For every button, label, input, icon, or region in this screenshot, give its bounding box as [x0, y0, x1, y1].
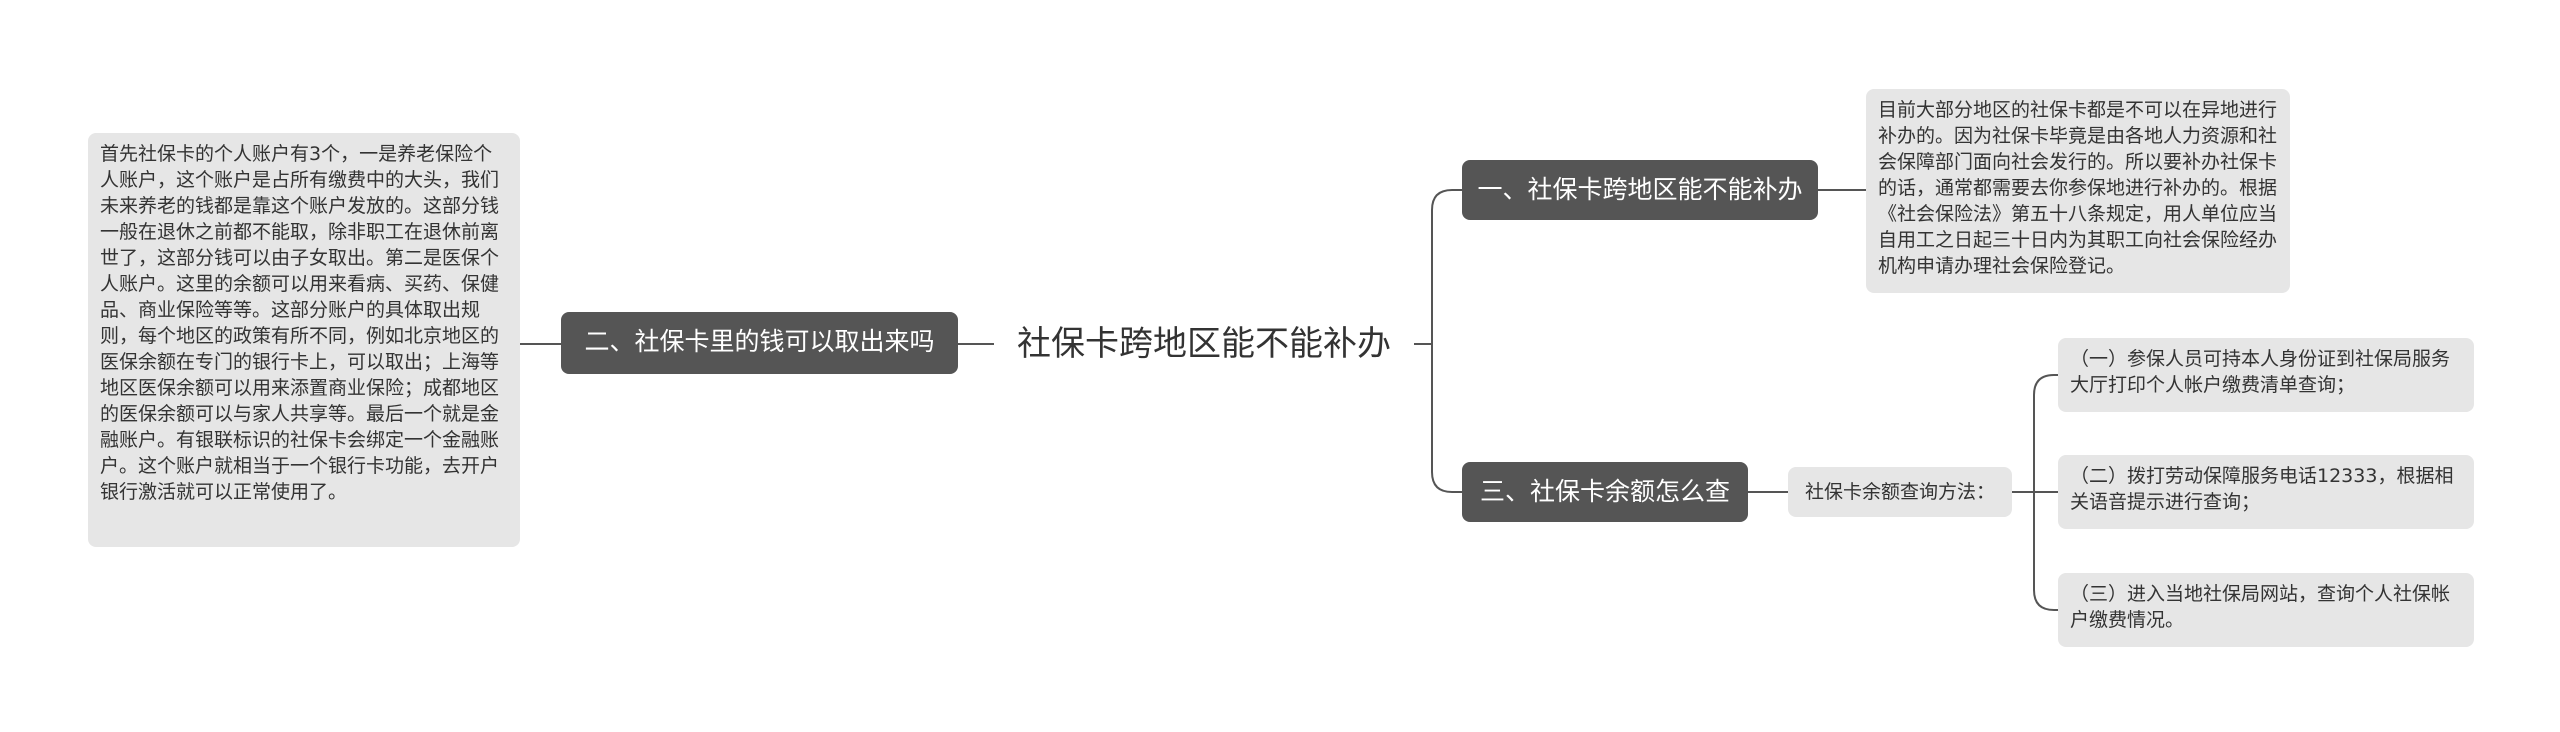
- branch-2-detail[interactable]: 首先社保卡的个人账户有3个，一是养老保险个人账户，这个账户是占所有缴费中的大头，…: [88, 133, 520, 547]
- connector-trunk-to-branch-3: [1431, 344, 1462, 493]
- branch-topic-1[interactable]: 一、社保卡跨地区能不能补办: [1462, 160, 1818, 220]
- branch-1-detail[interactable]: 目前大部分地区的社保卡都是不可以在异地进行补办的。因为社保卡毕竟是由各地人力资源…: [1866, 89, 2290, 293]
- balance-query-method-3[interactable]: （三）进入当地社保局网站，查询个人社保帐户缴费情况。: [2058, 573, 2474, 647]
- branch-topic-3[interactable]: 三、社保卡余额怎么查: [1462, 462, 1748, 522]
- branch-topic-2[interactable]: 二、社保卡里的钱可以取出来吗: [561, 312, 958, 374]
- connector-trunk-to-method-3: [2033, 492, 2058, 611]
- balance-query-method-1[interactable]: （一）参保人员可持本人身份证到社保局服务大厅打印个人帐户缴费清单查询；: [2058, 338, 2474, 412]
- root-topic[interactable]: 社保卡跨地区能不能补办: [1017, 324, 1391, 364]
- connector-trunk-to-method-1: [2033, 374, 2058, 492]
- balance-query-method-2[interactable]: （二）拨打劳动保障服务电话12333，根据相关语音提示进行查询；: [2058, 455, 2474, 529]
- connector-trunk-to-branch-1: [1431, 189, 1462, 344]
- balance-query-method-label[interactable]: 社保卡余额查询方法：: [1788, 467, 2012, 517]
